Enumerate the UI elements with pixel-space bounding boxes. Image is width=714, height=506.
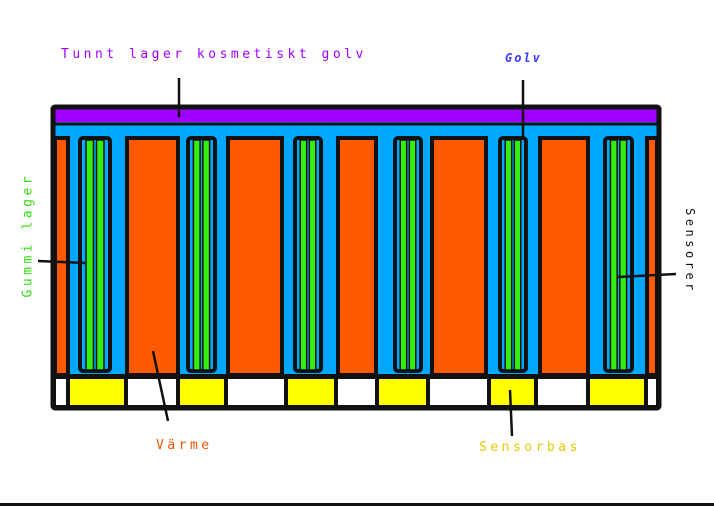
sensor-column [393,136,423,373]
base-gap-cell [426,375,491,409]
base-gap-cell [124,375,180,409]
rubber-strip [408,139,417,371]
rubber-strip [504,139,513,371]
base-gap-cell [52,375,70,409]
heat-column [336,136,378,377]
label-heat: Värme [156,438,213,453]
sensor-base-cell [487,375,538,409]
sensor-base-cell [176,375,228,409]
rubber-strip [299,139,308,371]
outer-frame [50,104,662,411]
heat-column [226,136,284,377]
bottom-border [0,503,714,506]
label-top-layer: Tunnt lager kosmetiskt golv [61,47,367,62]
base-gap-cell [224,375,288,409]
rubber-strip [308,139,317,371]
heat-column [53,136,70,377]
base-gap-cell [644,375,660,409]
rubber-strip [95,139,105,371]
sensor-column [293,136,323,373]
leader-heat [151,350,170,422]
heat-column [538,136,590,377]
rubber-strip [192,139,201,371]
leader-rubber [37,259,86,265]
sensor-base-cell [586,375,648,409]
heat-column [645,136,659,377]
leader-sensor-base [508,389,514,437]
sensor-column [498,136,528,373]
rubber-strip [619,139,628,371]
rubber-strip [85,139,95,371]
sensor-base-cell [375,375,430,409]
rubber-strip [609,139,618,371]
leader-sensors [617,272,677,279]
heat-column [430,136,488,377]
base-gap-cell [534,375,590,409]
sensor-column [78,136,112,373]
base-gap-cell [334,375,379,409]
sensor-base-cell [284,375,338,409]
sensor-column [186,136,217,373]
rubber-strip [513,139,522,371]
sensor-column [603,136,634,373]
rubber-strip [202,139,211,371]
sensor-base-cell [66,375,128,409]
label-sensor-base: Sensorbas [479,440,581,455]
rubber-strip [399,139,408,371]
label-floor: Golv [505,51,542,65]
top-cosmetic-layer [54,108,658,122]
heat-column [125,136,180,377]
